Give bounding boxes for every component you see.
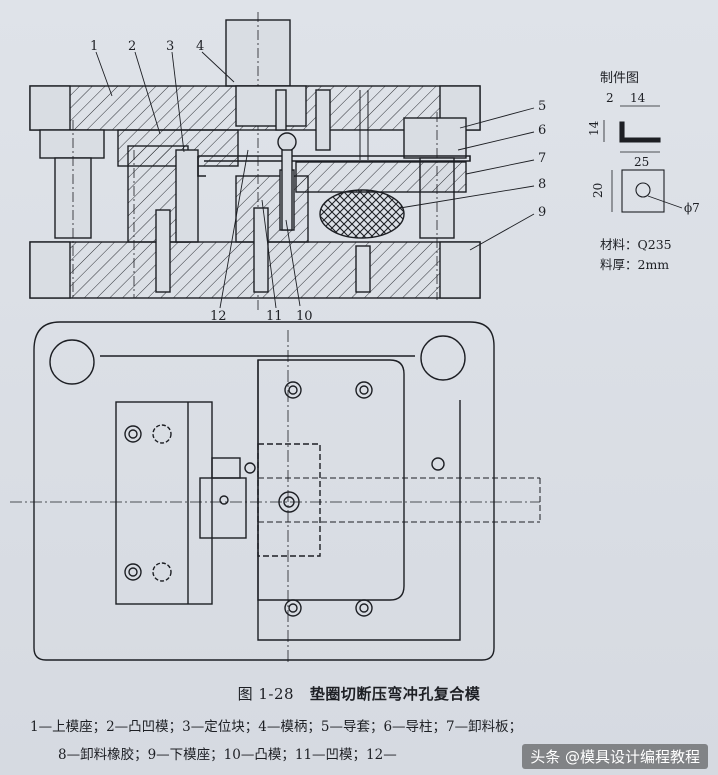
punch (281, 149, 293, 231)
figure-title: 垫圈切断压弯冲孔复合模 (309, 685, 481, 703)
figure-caption: 图 1-28 垫圈切断压弯冲孔复合模 (0, 683, 718, 704)
dim-14-top: 14 (630, 91, 646, 105)
callout-8: 8 (538, 177, 546, 192)
callout-1: 1 (90, 39, 98, 54)
plan-right-block (257, 359, 405, 601)
part-title: 制件图 (600, 71, 639, 86)
section-view (29, 12, 481, 310)
guide-bush-right (403, 117, 467, 159)
plan-base-outline (33, 321, 495, 661)
watermark: 头条 @模具设计编程教程 (522, 744, 708, 769)
guide-bush-left (39, 129, 105, 159)
material-note: 材料：Q235 (600, 237, 672, 252)
thickness-note: 料厚：2mm (600, 257, 670, 272)
lower-die (235, 175, 309, 243)
legend-line-1: 1—上模座；2—凸凹模；3—定位块；4—模柄；5—导套；6—导柱；7—卸料板； (30, 719, 523, 735)
callout-2: 2 (128, 39, 136, 54)
callout-9: 9 (538, 205, 546, 220)
callout-12: 12 (210, 309, 227, 324)
part-plan (621, 169, 665, 213)
callout-11: 11 (266, 309, 283, 324)
dim-hole: ϕ7 (684, 201, 700, 215)
callout-labels: 1 2 3 4 5 6 7 8 9 10 11 12 (90, 39, 546, 324)
callout-6: 6 (538, 123, 546, 138)
dim-20: 20 (591, 183, 605, 198)
part-drawing: 制件图 (600, 71, 683, 213)
figure-number: 图 1-28 (237, 685, 295, 703)
plan-left-block (115, 401, 213, 605)
part-dimensions: 2 14 14 25 20 ϕ7 (587, 91, 700, 215)
plan-view (10, 321, 541, 665)
stripper-plate (295, 161, 467, 193)
plan-screws (124, 381, 445, 617)
die-drawing: 1 2 3 4 5 6 7 8 9 10 11 12 (10, 12, 700, 665)
strip (197, 155, 471, 177)
dim-2: 2 (606, 91, 614, 105)
stripper-rubber (319, 189, 405, 239)
callout-leaders (95, 51, 535, 309)
callout-10: 10 (296, 309, 313, 324)
dim-25: 25 (634, 155, 649, 169)
dim-14-side: 14 (587, 120, 601, 136)
callout-7: 7 (538, 151, 546, 166)
callout-3: 3 (166, 39, 174, 54)
callout-4: 4 (196, 39, 204, 54)
legend-line-2: 8—卸料橡胶；9—下模座；10—凸模；11—凹模；12— (58, 747, 397, 763)
callout-5: 5 (538, 99, 546, 114)
